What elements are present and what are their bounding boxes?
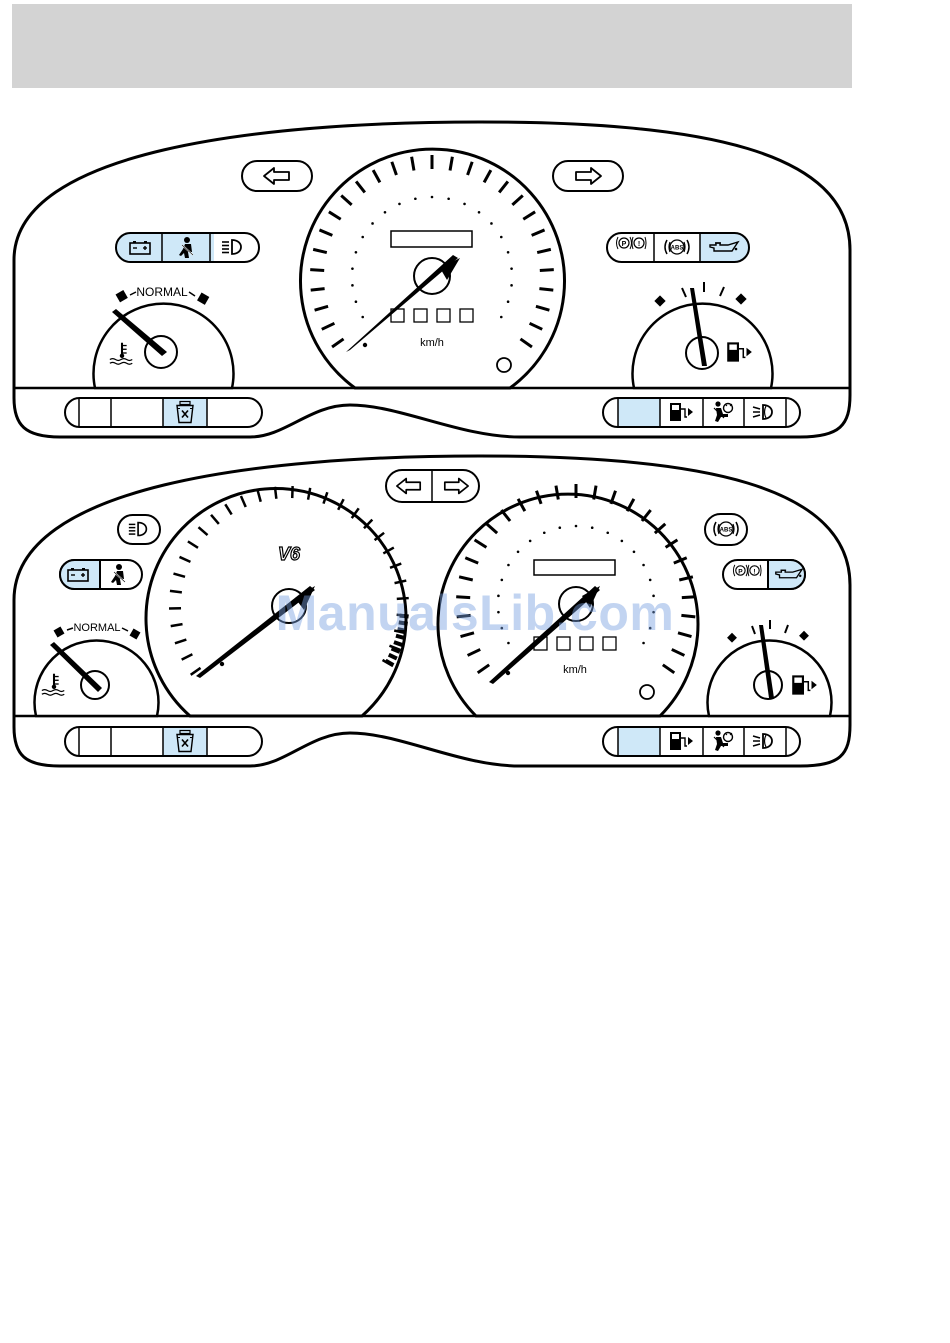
redline-mark xyxy=(398,629,407,631)
speed-scale-dot xyxy=(558,526,561,529)
left-indicator-group-v6 xyxy=(60,560,142,589)
speed-scale-dot xyxy=(507,564,510,567)
speed-scale-dot xyxy=(652,611,655,614)
speedometer-unit-label: km/h xyxy=(563,664,587,676)
speed-scale-dot xyxy=(384,211,387,214)
speed-scale-tick xyxy=(456,597,470,598)
speed-scale-dot xyxy=(371,222,374,225)
speed-scale-dot xyxy=(351,267,354,270)
right-indicator-group-v6 xyxy=(723,560,805,589)
trip-reset-button[interactable] xyxy=(497,358,511,372)
speed-scale-dot xyxy=(355,300,358,303)
speed-scale-dot xyxy=(500,236,503,239)
speed-scale-dot xyxy=(398,203,401,206)
speed-scale-tick xyxy=(540,270,554,271)
speed-scale-dot xyxy=(497,611,500,614)
speed-scale-dot xyxy=(501,627,504,630)
odometer-display xyxy=(534,560,615,575)
speed-scale-dot xyxy=(414,197,417,200)
speed-scale-dot xyxy=(351,284,354,287)
speed-scale-dot xyxy=(497,595,500,598)
trip-digit-box xyxy=(414,309,427,322)
cluster-v6: NORMAL V6 km/h xyxy=(14,456,850,766)
headlamp-indicator-pill xyxy=(118,515,160,544)
trip-digit-box xyxy=(437,309,450,322)
speed-scale-tick xyxy=(311,289,325,291)
trip-digit-box xyxy=(557,637,570,650)
trip-digit-box xyxy=(580,637,593,650)
rpm-scale-tick xyxy=(275,487,276,499)
cluster-standard: NORMAL km/h xyxy=(14,122,850,437)
rpm-scale-tick xyxy=(397,598,409,599)
temperature-normal-label: NORMAL xyxy=(136,285,188,299)
speed-scale-tick xyxy=(682,597,696,598)
speed-scale-dot xyxy=(463,203,466,206)
turn-signal-right-pill xyxy=(553,161,623,191)
speed-scale-dot xyxy=(355,251,358,254)
rpm-scale-tick xyxy=(170,591,182,593)
speed-scale-dot xyxy=(500,316,503,319)
odometer-display xyxy=(391,231,472,247)
turn-signal-left-pill xyxy=(242,161,312,191)
speed-scale-dot xyxy=(642,642,645,645)
redline-mark xyxy=(399,622,408,623)
speed-scale-dot xyxy=(633,551,636,554)
redline-mark xyxy=(394,642,403,645)
speed-scale-dot xyxy=(642,564,645,567)
engine-badge: V6 xyxy=(278,544,301,564)
speed-scale-dot xyxy=(606,531,609,534)
speed-scale-tick xyxy=(681,615,695,617)
speed-scale-dot xyxy=(652,595,655,598)
speed-scale-dot xyxy=(361,236,364,239)
speed-scale-dot xyxy=(649,627,652,630)
speed-scale-dot xyxy=(510,267,513,270)
speed-scale-tick xyxy=(457,615,471,617)
speed-scale-tick xyxy=(539,289,553,291)
temperature-normal-label: NORMAL xyxy=(73,622,120,634)
speedometer-unit-label: km/h xyxy=(420,337,444,349)
speed-scale-dot xyxy=(507,251,510,254)
speed-scale-dot xyxy=(529,540,532,543)
speed-scale-dot xyxy=(591,526,594,529)
speed-scale-dot xyxy=(543,531,546,534)
speed-scale-dot xyxy=(431,196,434,199)
redline-mark xyxy=(400,616,409,617)
trip-digit-box xyxy=(460,309,473,322)
speed-scale-dot xyxy=(501,579,504,582)
speed-scale-dot xyxy=(517,551,520,554)
speed-scale-dot xyxy=(507,300,510,303)
trip-reset-button[interactable] xyxy=(640,685,654,699)
speed-scale-dot xyxy=(490,222,493,225)
speed-scale-dot xyxy=(447,197,450,200)
speed-scale-dot xyxy=(361,316,364,319)
speed-scale-tick xyxy=(310,270,324,271)
speed-scale-dot xyxy=(621,540,624,543)
speedometer: km/h xyxy=(301,149,565,388)
redline-mark xyxy=(396,636,405,638)
trip-digit-box xyxy=(603,637,616,650)
speed-scale-dot xyxy=(649,579,652,582)
speed-scale-dot xyxy=(478,211,481,214)
speed-scale-dot xyxy=(510,284,513,287)
turn-signal-pill xyxy=(386,470,479,502)
speed-scale-dot xyxy=(507,642,510,645)
speed-scale-dot xyxy=(575,525,578,528)
